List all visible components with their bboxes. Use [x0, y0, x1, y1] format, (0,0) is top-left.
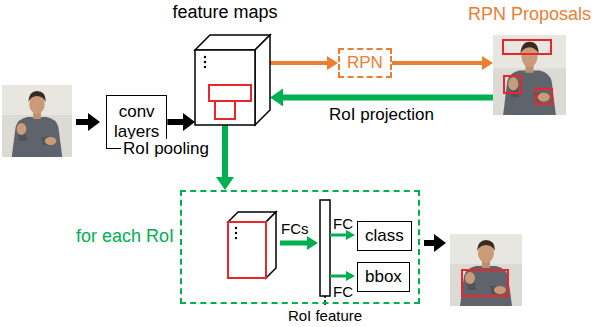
proposal-image: RPN Proposals [493, 35, 566, 115]
fc-arrow [330, 271, 355, 281]
node-label: for each RoI [76, 225, 174, 247]
edge-label: RoI projection [327, 105, 436, 125]
node-label: RPN [347, 53, 383, 72]
input-photo [2, 85, 72, 157]
fc-arrow [280, 236, 318, 250]
edge-label: RoI pooling [121, 139, 211, 159]
roi-arrow [222, 125, 228, 177]
node-label: conv layers [114, 102, 159, 142]
rpn-box: RPN [338, 48, 392, 78]
roi-arrow [283, 94, 493, 100]
node-label: class [365, 226, 404, 245]
proposal-photo [493, 35, 566, 115]
layer-label: FC [333, 215, 353, 232]
feature-label: RoI feature [288, 307, 362, 324]
roi-feature-bar [320, 200, 330, 296]
output-photo [450, 234, 522, 306]
flow-arrow [76, 113, 100, 131]
feature-map-cube: feature maps [195, 35, 270, 125]
output-box: bbox [357, 262, 410, 292]
layer-label: FCs [281, 220, 309, 237]
flow-arrow [167, 119, 183, 125]
rpn-arrow [392, 61, 482, 65]
roi-group: for each RoIclassbbox [180, 190, 420, 304]
roi-cube [228, 212, 276, 278]
cube-drawing [195, 35, 270, 125]
detection-box [462, 270, 508, 296]
node-label: feature maps [172, 1, 277, 23]
layer-label: FC [333, 283, 353, 300]
node-label: bbox [365, 267, 402, 286]
flow-arrow [424, 234, 446, 252]
output-box: class [357, 221, 412, 251]
node-label: RPN Proposals [468, 3, 591, 25]
rpn-arrow [270, 61, 327, 65]
